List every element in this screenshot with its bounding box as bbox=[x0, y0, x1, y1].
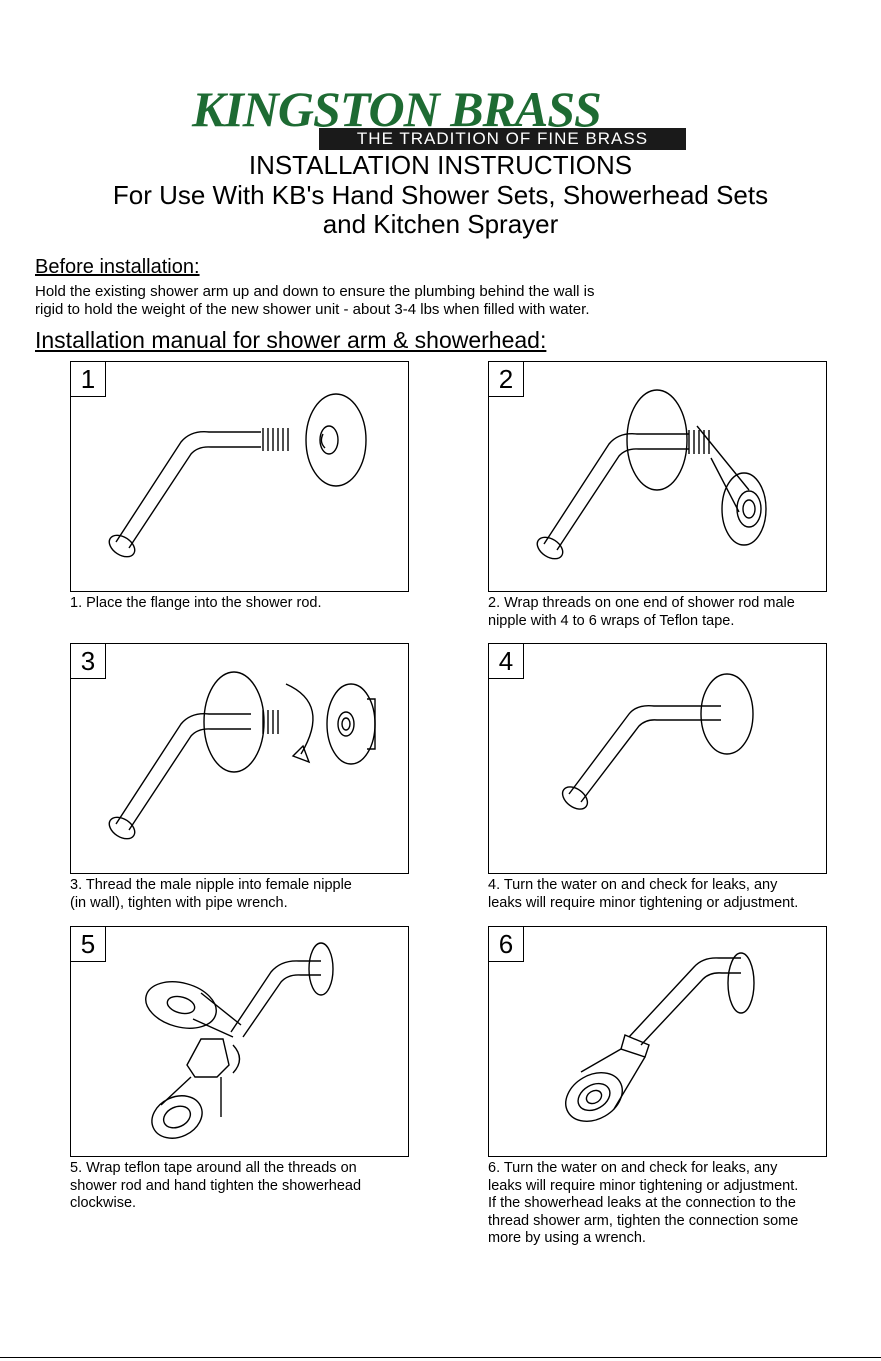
brand-tagline: THE TRADITION OF FINE BRASS bbox=[319, 128, 686, 150]
before-installation-heading: Before installation: bbox=[35, 256, 200, 278]
step-4-number: 4 bbox=[488, 643, 524, 679]
step-3-number: 3 bbox=[70, 643, 106, 679]
step-2-thread-marks bbox=[688, 430, 710, 454]
step-5-caption: 5. Wrap teflon tape around all the threa… bbox=[70, 1160, 362, 1211]
page-title: INSTALLATION INSTRUCTIONS bbox=[248, 150, 633, 180]
step-5-illustration: 5 bbox=[70, 926, 409, 1157]
step-4-illustration: 4 bbox=[488, 643, 827, 874]
step-1-illustration: 1 bbox=[70, 361, 409, 592]
step-6-illustration: 6 bbox=[488, 926, 827, 1157]
footer-rule bbox=[0, 1357, 881, 1358]
step-2-illustration: 2 bbox=[488, 361, 827, 592]
step-2-caption: 2. Wrap threads on one end of shower rod… bbox=[488, 595, 795, 629]
step-1-caption: 1. Place the flange into the shower rod. bbox=[70, 595, 322, 611]
step-3-illustration: 3 bbox=[70, 643, 409, 874]
before-installation-line-2: rigid to hold the weight of the new show… bbox=[35, 301, 590, 318]
installation-manual-heading: Installation manual for shower arm & sho… bbox=[35, 327, 547, 353]
step-6-number: 6 bbox=[488, 926, 524, 962]
step-6-caption: 6. Turn the water on and check for leaks… bbox=[488, 1160, 799, 1246]
page-subtitle-line-1: For Use With KB's Hand Shower Sets, Show… bbox=[112, 180, 769, 210]
step-1-thread-marks bbox=[262, 428, 289, 451]
step-1-number: 1 bbox=[70, 361, 106, 397]
step-4-caption: 4. Turn the water on and check for leaks… bbox=[488, 877, 799, 911]
step-3-caption: 3. Thread the male nipple into female ni… bbox=[70, 877, 352, 911]
step-2-number: 2 bbox=[488, 361, 524, 397]
brand-logo: KINGSTON BRASS bbox=[192, 81, 602, 137]
step-3-thread-marks bbox=[262, 710, 279, 734]
step-5-number: 5 bbox=[70, 926, 106, 962]
before-installation-line-1: Hold the existing shower arm up and down… bbox=[35, 283, 595, 300]
page-subtitle-line-2: and Kitchen Sprayer bbox=[322, 209, 559, 239]
